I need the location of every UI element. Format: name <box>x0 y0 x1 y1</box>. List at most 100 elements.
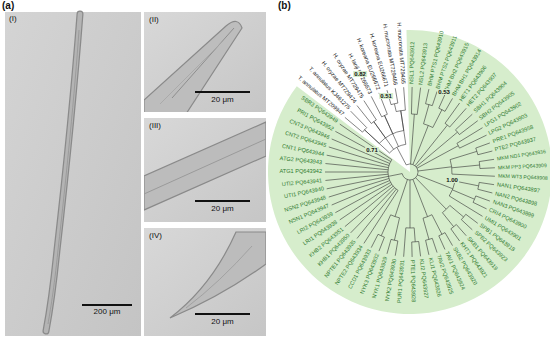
tree-branch <box>411 242 412 257</box>
tree-branch <box>452 165 480 168</box>
tree-branch <box>452 190 474 199</box>
tree-branch <box>410 180 411 228</box>
taxon-label: KLI2 PQ643927 <box>418 259 429 299</box>
tree-branch <box>404 228 406 257</box>
support-value: 0.82 <box>353 71 367 77</box>
tree-branch <box>329 178 389 197</box>
scale-bar <box>195 313 250 315</box>
tree-branch <box>371 234 378 247</box>
stylet <box>172 28 234 98</box>
scale-label: 20 μm <box>211 205 233 214</box>
taxon-label: H. mucronata MT729465 <box>396 22 406 84</box>
nematode-tail <box>170 232 266 318</box>
tree-branch <box>351 111 367 127</box>
tree-branch <box>479 159 494 161</box>
figure-letter: (b) <box>278 0 291 11</box>
body-line <box>186 246 252 308</box>
tree-branch <box>397 147 406 165</box>
tree-branch <box>357 189 396 238</box>
tree-branch <box>381 215 390 236</box>
tree-branch <box>379 130 404 143</box>
tree-branch <box>432 215 442 235</box>
scale-label: 20 μm <box>211 96 233 105</box>
tree-branch <box>413 179 428 216</box>
micrograph-panel: (III)20 μm <box>144 118 266 222</box>
nematode-gut <box>48 30 79 324</box>
tree-branch <box>388 174 402 177</box>
micrograph-panel: (II) 20 μm <box>144 12 266 112</box>
tree-branch <box>426 240 429 255</box>
tree-branch <box>329 147 389 166</box>
tree-branch <box>345 186 393 226</box>
tree-branch <box>423 218 429 239</box>
tree-branch <box>394 218 399 240</box>
tree-branch <box>335 183 390 213</box>
tree-branch <box>450 151 477 159</box>
tree-branch <box>473 202 487 209</box>
tree-branch <box>395 241 398 256</box>
tree-branch <box>394 104 396 112</box>
taxon-label: PTE1 PQ643928 <box>409 260 416 302</box>
tree-branch <box>364 190 398 243</box>
support-value: 1.00 <box>445 177 459 183</box>
tree-branch <box>445 103 460 123</box>
tree-branch <box>357 106 371 124</box>
scale-bar <box>195 200 250 202</box>
taxon-label: ATG1 PQ643942 <box>280 169 323 175</box>
taxon-label: UTI2 PQ643941 <box>282 178 323 188</box>
tree-branch <box>395 180 407 217</box>
tree-branch <box>461 220 472 230</box>
tree-branch <box>327 176 389 188</box>
micrograph <box>144 228 266 336</box>
tree-branch <box>445 98 453 111</box>
figure-letter: (a) <box>2 0 14 11</box>
tree-branch <box>433 110 442 128</box>
tree-branch <box>476 196 490 201</box>
taxon-label: NSL2 PQ643913 <box>418 42 429 85</box>
tree-branch <box>450 205 464 217</box>
tree-branch <box>480 167 495 169</box>
tree-branch <box>325 164 388 170</box>
taxon-label: MKM WT3 PQ643908 <box>498 174 548 182</box>
body-line <box>144 139 266 194</box>
tree-branch <box>419 241 421 256</box>
tree-branch <box>364 101 376 120</box>
scale-label: 20 μm <box>211 318 233 327</box>
tree-branch <box>417 88 420 115</box>
tree-branch <box>327 155 389 167</box>
tree-branch <box>442 213 453 227</box>
tree-branch <box>449 196 482 216</box>
support-value: 0.53 <box>437 89 451 95</box>
micrograph <box>5 12 141 336</box>
nematode-body <box>144 122 266 210</box>
scale-bar <box>82 304 132 306</box>
tree-branch <box>379 237 384 251</box>
ingroup-shading <box>268 30 550 314</box>
tree-branch <box>416 178 447 209</box>
tree-branch <box>478 189 493 193</box>
panel-label: (I) <box>9 15 17 24</box>
nematode-body <box>46 14 80 331</box>
tree-branch <box>478 151 493 155</box>
scale-bar <box>195 91 250 93</box>
nematode-head <box>144 21 242 112</box>
body-line <box>160 42 222 104</box>
tree-branch <box>450 108 467 127</box>
clade-shading <box>268 30 550 314</box>
tree-branch <box>439 236 445 250</box>
micrograph-panel: (IV) 20 μm <box>144 228 266 336</box>
support-value: 0.71 <box>365 147 379 153</box>
taxon-label: NSL1 PQ643912 <box>409 42 416 84</box>
panel-label: (II) <box>149 16 159 25</box>
tree-branch <box>451 229 460 241</box>
tree-branch <box>432 238 437 252</box>
tree-branch <box>374 122 394 150</box>
tree-branch <box>417 146 458 168</box>
micrograph <box>144 118 266 222</box>
tree-branch <box>395 88 398 103</box>
phylogenetic-tree <box>325 87 495 257</box>
tree-branch <box>332 139 390 163</box>
panel-label: (IV) <box>149 232 162 241</box>
taxon-label: MKM PP3 PQ643909 <box>498 163 547 171</box>
tree-branch <box>401 111 406 145</box>
